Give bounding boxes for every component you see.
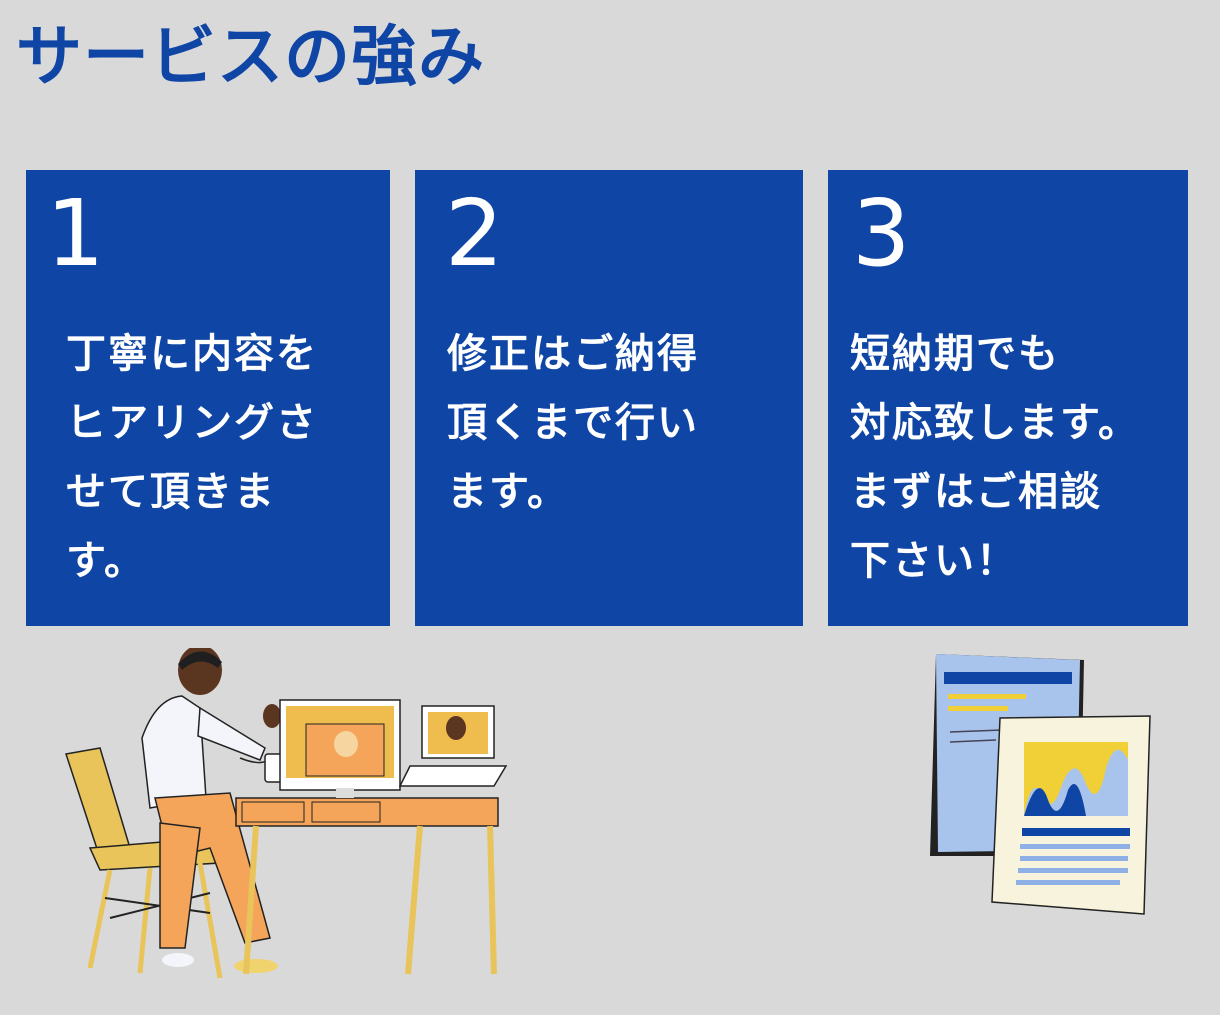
monitor-icon xyxy=(279,699,401,798)
card-text: 短納期でも 対応致します。 まずはご相談 下さい！ xyxy=(850,331,1140,584)
feature-card-1: 1 丁寧に内容を ヒアリングさ せて頂きま す。 xyxy=(26,170,390,626)
card-text: 修正はご納得 頂くまで行い ます。 xyxy=(447,331,699,515)
chair-icon xyxy=(65,747,223,979)
feature-card-3: 3 短納期でも 対応致します。 まずはご相談 下さい！ xyxy=(828,170,1188,626)
card-text: 丁寧に内容を ヒアリングさ せて頂きま す。 xyxy=(66,331,318,584)
documents-chart-illustration xyxy=(930,654,1151,915)
card-number: 1 xyxy=(46,180,105,287)
person-icon xyxy=(141,648,281,973)
laptop-icon xyxy=(398,705,508,787)
page-title: サービスの強み xyxy=(16,18,485,95)
card-number: 2 xyxy=(445,180,504,287)
document-front-icon xyxy=(991,715,1151,915)
desk-icon xyxy=(235,797,499,975)
person-video-call-illustration xyxy=(65,648,508,979)
feature-card-2: 2 修正はご納得 頂くまで行い ます。 xyxy=(415,170,803,626)
card-number: 3 xyxy=(852,180,911,287)
